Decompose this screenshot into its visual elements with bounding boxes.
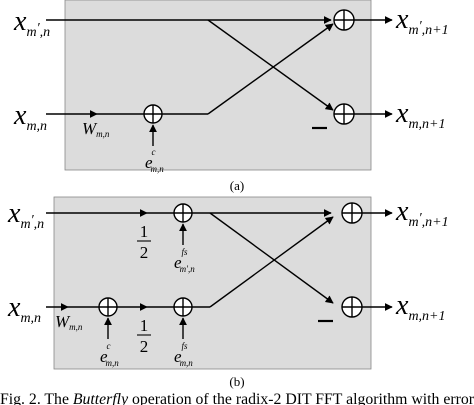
panel-b-adder-bottom: [341, 296, 363, 318]
panel-a-adder-error: [143, 104, 163, 124]
panel-b-adder-scale-top: [173, 203, 193, 223]
panel-a-output-top-label: xm′,n+1: [395, 4, 449, 38]
panel-b-wire-cross-up: [209, 216, 334, 308]
figure-caption-italic: Butterfly: [73, 391, 129, 405]
panel-b-wire-cross-down: [209, 212, 334, 304]
panel-b-background: [53, 196, 372, 370]
panel-b-scale-top-numerator: 1: [140, 222, 149, 241]
panel-b-scale-bottom: 1 2: [137, 316, 151, 356]
panel-b-scale-bottom-numerator: 1: [140, 316, 149, 335]
panel-b-input-bottom-label: xm,n: [7, 292, 41, 326]
panel-b-scale-top: 1 2: [137, 222, 151, 262]
panel-b-caption: (b): [229, 374, 244, 389]
panel-b-output-top-label: xm′,n+1: [395, 196, 449, 230]
panel-a-caption: (a): [230, 178, 244, 193]
figure-caption-after: operation of the radix-2 DIT FFT algorit…: [128, 391, 474, 405]
figure-caption-before: The: [44, 391, 72, 405]
panel-b: xm′,n xm,n xm′,n+1 xm,n+1 1 2 1 2 Wm,n e…: [7, 196, 449, 389]
panel-a-adder-bottom: [333, 103, 355, 125]
panel-b-adder-scale-bottom: [173, 297, 193, 317]
panel-a-twiddle-label: Wm,n: [82, 119, 110, 139]
panel-b-adder-error-c: [98, 297, 118, 317]
panel-b-output-bottom-label: xm,n+1: [395, 290, 446, 324]
panel-b-adder-top: [341, 202, 363, 224]
panel-b-twiddle-label: Wm,n: [55, 312, 83, 332]
panel-a-background: [64, 0, 372, 171]
figure-caption: Fig. 2. The Butterfly operation of the r…: [0, 391, 474, 405]
panel-a-output-bottom-label: xm,n+1: [395, 98, 446, 132]
panel-a-input-bottom-label: xm,n: [13, 100, 47, 134]
panel-a-wire-cross-down: [207, 19, 334, 111]
panel-a-adder-top: [333, 9, 355, 31]
figure-caption-label: Fig. 2.: [0, 391, 41, 405]
panel-b-scale-top-denominator: 2: [140, 243, 149, 262]
panel-b-scale-bottom-denominator: 2: [140, 337, 149, 356]
panel-b-input-top-label: xm′,n: [7, 198, 44, 232]
panel-a-input-top-label: xm′,n: [13, 6, 50, 40]
panel-a-wire-cross-up: [207, 23, 334, 115]
